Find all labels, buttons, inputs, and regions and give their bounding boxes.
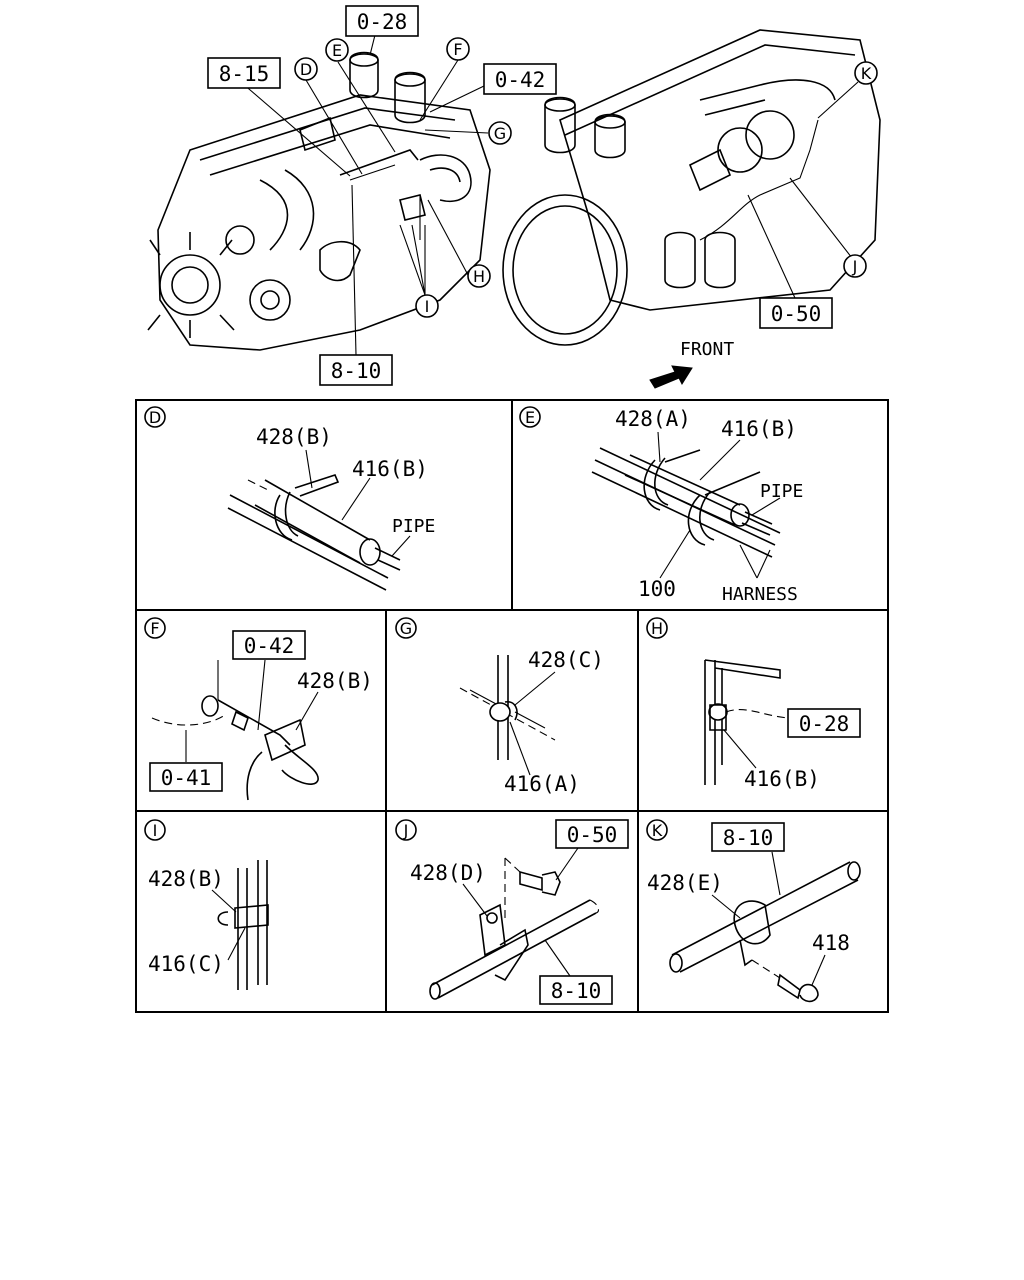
left-engine-drawing	[147, 51, 491, 351]
svg-text:F: F	[453, 40, 462, 59]
panel-J-ref-0-50: 0-50	[567, 823, 618, 847]
panel-H: H 0-28 416(B)	[646, 617, 861, 791]
panel-J-letter: J	[403, 821, 409, 840]
front-arrow-icon	[649, 365, 693, 389]
ref-0-50-label: 0-50	[771, 302, 822, 326]
panel-F-ref-0-41: 0-41	[161, 766, 212, 790]
panel-J: J 0-50 8-10 428(D)	[395, 819, 629, 1005]
callout-H: H	[467, 264, 491, 288]
panel-G-letter: G	[400, 619, 412, 638]
callout-E: E	[325, 38, 349, 62]
ref-box-0-42: 0-42	[483, 63, 557, 95]
ref-box-8-15: 8-15	[207, 57, 281, 89]
panel-E-label-416b: 416(B)	[721, 417, 797, 441]
svg-text:K: K	[861, 64, 872, 83]
panel-D: D 428(B) 416(B) PIPE	[144, 406, 435, 591]
panel-J-ref-8-10: 8-10	[551, 979, 602, 1003]
panel-H-label-416b: 416(B)	[744, 767, 820, 791]
ref-box-8-10: 8-10	[319, 354, 393, 386]
panel-I-label-428b: 428(B)	[148, 867, 224, 891]
panel-F-letter: F	[150, 619, 159, 638]
svg-text:J: J	[852, 257, 858, 276]
callout-I: I	[415, 294, 439, 318]
panel-G: G 428(C) 416(A)	[395, 617, 604, 796]
panel-K: K 8-10 428(E) 418	[646, 819, 861, 1003]
svg-text:I: I	[425, 297, 430, 316]
callout-J: J	[843, 254, 867, 278]
panel-I-letter: I	[153, 821, 158, 840]
callout-D: D	[294, 57, 318, 81]
panel-G-label-416a: 416(A)	[504, 772, 580, 796]
detail-grid	[135, 399, 889, 1013]
front-label: FRONT	[680, 339, 734, 360]
panel-F: F 0-42 0-41 428(B)	[144, 617, 373, 801]
panel-F-label-428b: 428(B)	[297, 669, 373, 693]
svg-text:D: D	[300, 60, 312, 79]
panel-K-label-418: 418	[812, 931, 850, 955]
panel-J-label-428d: 428(D)	[410, 861, 486, 885]
ref-8-15-label: 8-15	[219, 62, 270, 86]
svg-text:H: H	[473, 267, 485, 286]
panel-E: E 428(A) 416(B) PIPE 100 HARNESS	[519, 406, 803, 605]
panel-H-ref-0-28: 0-28	[799, 712, 850, 736]
left-leader-lines	[241, 34, 489, 356]
callout-F: F	[446, 37, 470, 61]
panel-E-label-pipe: PIPE	[760, 481, 803, 502]
panel-K-ref-8-10: 8-10	[723, 826, 774, 850]
ref-box-0-28: 0-28	[345, 5, 419, 37]
panel-H-letter: H	[651, 619, 663, 638]
ref-box-0-50: 0-50	[759, 297, 833, 329]
panel-G-label-428c: 428(C)	[528, 648, 604, 672]
panel-D-label-428b: 428(B)	[256, 425, 332, 449]
ref-8-10-label: 8-10	[331, 359, 382, 383]
panel-I: I 428(B) 416(C)	[144, 819, 269, 990]
callout-K: K	[854, 61, 878, 85]
ref-0-42-label: 0-42	[495, 68, 546, 92]
panel-D-label-416b: 416(B)	[352, 457, 428, 481]
panel-I-label-416c: 416(C)	[148, 952, 224, 976]
panel-K-label-428e: 428(E)	[647, 871, 723, 895]
panel-D-letter: D	[149, 408, 161, 427]
panel-E-label-harness: HARNESS	[722, 584, 798, 605]
panel-E-letter: E	[525, 408, 535, 427]
svg-text:G: G	[494, 124, 506, 143]
panel-K-letter: K	[652, 821, 663, 840]
panel-E-label-100: 100	[638, 577, 676, 601]
panel-E-label-428a: 428(A)	[615, 407, 691, 431]
svg-text:E: E	[332, 41, 342, 60]
panel-F-ref-0-42: 0-42	[244, 634, 295, 658]
right-leader-lines	[747, 81, 859, 299]
callout-G: G	[488, 121, 512, 145]
ref-0-28-label: 0-28	[357, 10, 408, 34]
panel-D-label-pipe: PIPE	[392, 516, 435, 537]
